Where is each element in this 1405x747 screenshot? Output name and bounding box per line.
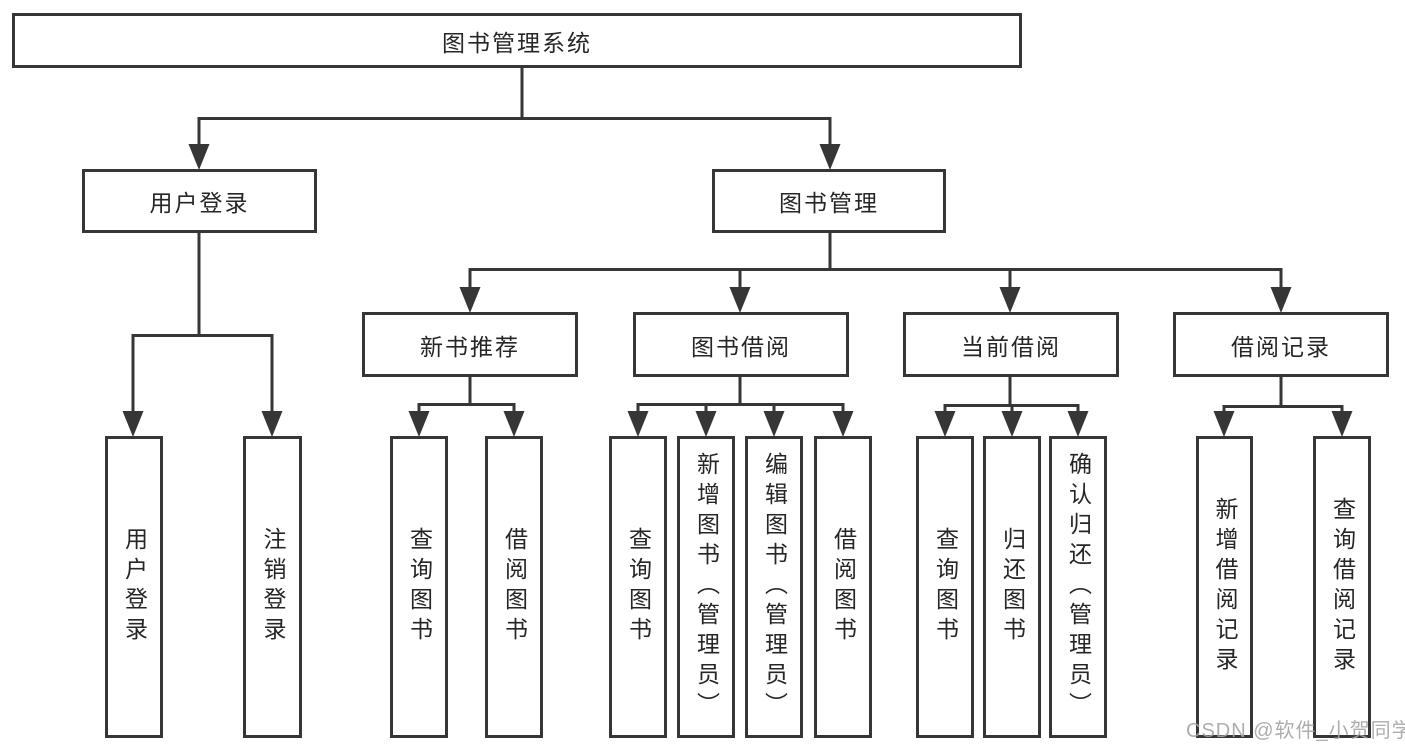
node-book-borrowing: 图书借阅 — [633, 312, 849, 377]
arrowhead-edit-book-admin — [763, 411, 785, 437]
arrowhead-borrowing-records — [1270, 287, 1292, 313]
arrowhead-add-book-admin — [695, 411, 717, 437]
node-new-book-recommend: 新书推荐 — [362, 312, 578, 377]
node-borrow-books-1: 借阅图书 — [485, 436, 543, 738]
node-query-books-3: 查询图书 — [916, 436, 974, 738]
csdn-watermark: CSDN @软件_小贺同学 — [1186, 720, 1405, 742]
node-add-book-admin: 新增图书（管理员） — [677, 436, 735, 738]
arrowhead-add-borrow-record — [1213, 411, 1235, 437]
node-edit-book-admin: 编辑图书（管理员） — [745, 436, 803, 738]
arrowhead-confirm-return-admin — [1067, 411, 1089, 437]
arrowhead-book-borrowing — [729, 287, 751, 313]
node-add-borrow-record: 新增借阅记录 — [1196, 436, 1253, 738]
node-library-management-system: 图书管理系统 — [12, 13, 1022, 68]
arrowhead-user-login-leaf — [122, 411, 144, 437]
arrowhead-new-book-recommend — [459, 287, 481, 313]
arrowhead-borrow-books-1 — [503, 411, 525, 437]
node-confirm-return-admin: 确认归还（管理员） — [1049, 436, 1107, 738]
arrowhead-query-books-3 — [934, 411, 956, 437]
node-logout-leaf: 注销登录 — [243, 436, 302, 738]
arrowhead-query-borrow-record — [1331, 411, 1353, 437]
arrowhead-borrow-books-2 — [832, 411, 854, 437]
node-user-login-leaf: 用户登录 — [105, 436, 163, 738]
arrowhead-query-books-1 — [408, 411, 430, 437]
node-borrow-books-2: 借阅图书 — [814, 436, 872, 738]
node-query-books-2: 查询图书 — [609, 436, 667, 738]
arrowhead-logout-leaf — [261, 411, 283, 437]
node-query-books-1: 查询图书 — [390, 436, 448, 738]
node-book-management: 图书管理 — [712, 169, 946, 233]
arrowhead-current-borrowing — [999, 287, 1021, 313]
arrowhead-return-books — [1001, 411, 1023, 437]
node-user-login: 用户登录 — [82, 169, 317, 233]
node-current-borrowing: 当前借阅 — [903, 312, 1119, 377]
node-query-borrow-record: 查询借阅记录 — [1313, 436, 1371, 738]
arrowhead-user-login — [188, 144, 210, 170]
arrowhead-book-management — [819, 144, 841, 170]
node-borrowing-records: 借阅记录 — [1173, 312, 1389, 377]
node-return-books: 归还图书 — [983, 436, 1041, 738]
arrowhead-query-books-2 — [627, 411, 649, 437]
